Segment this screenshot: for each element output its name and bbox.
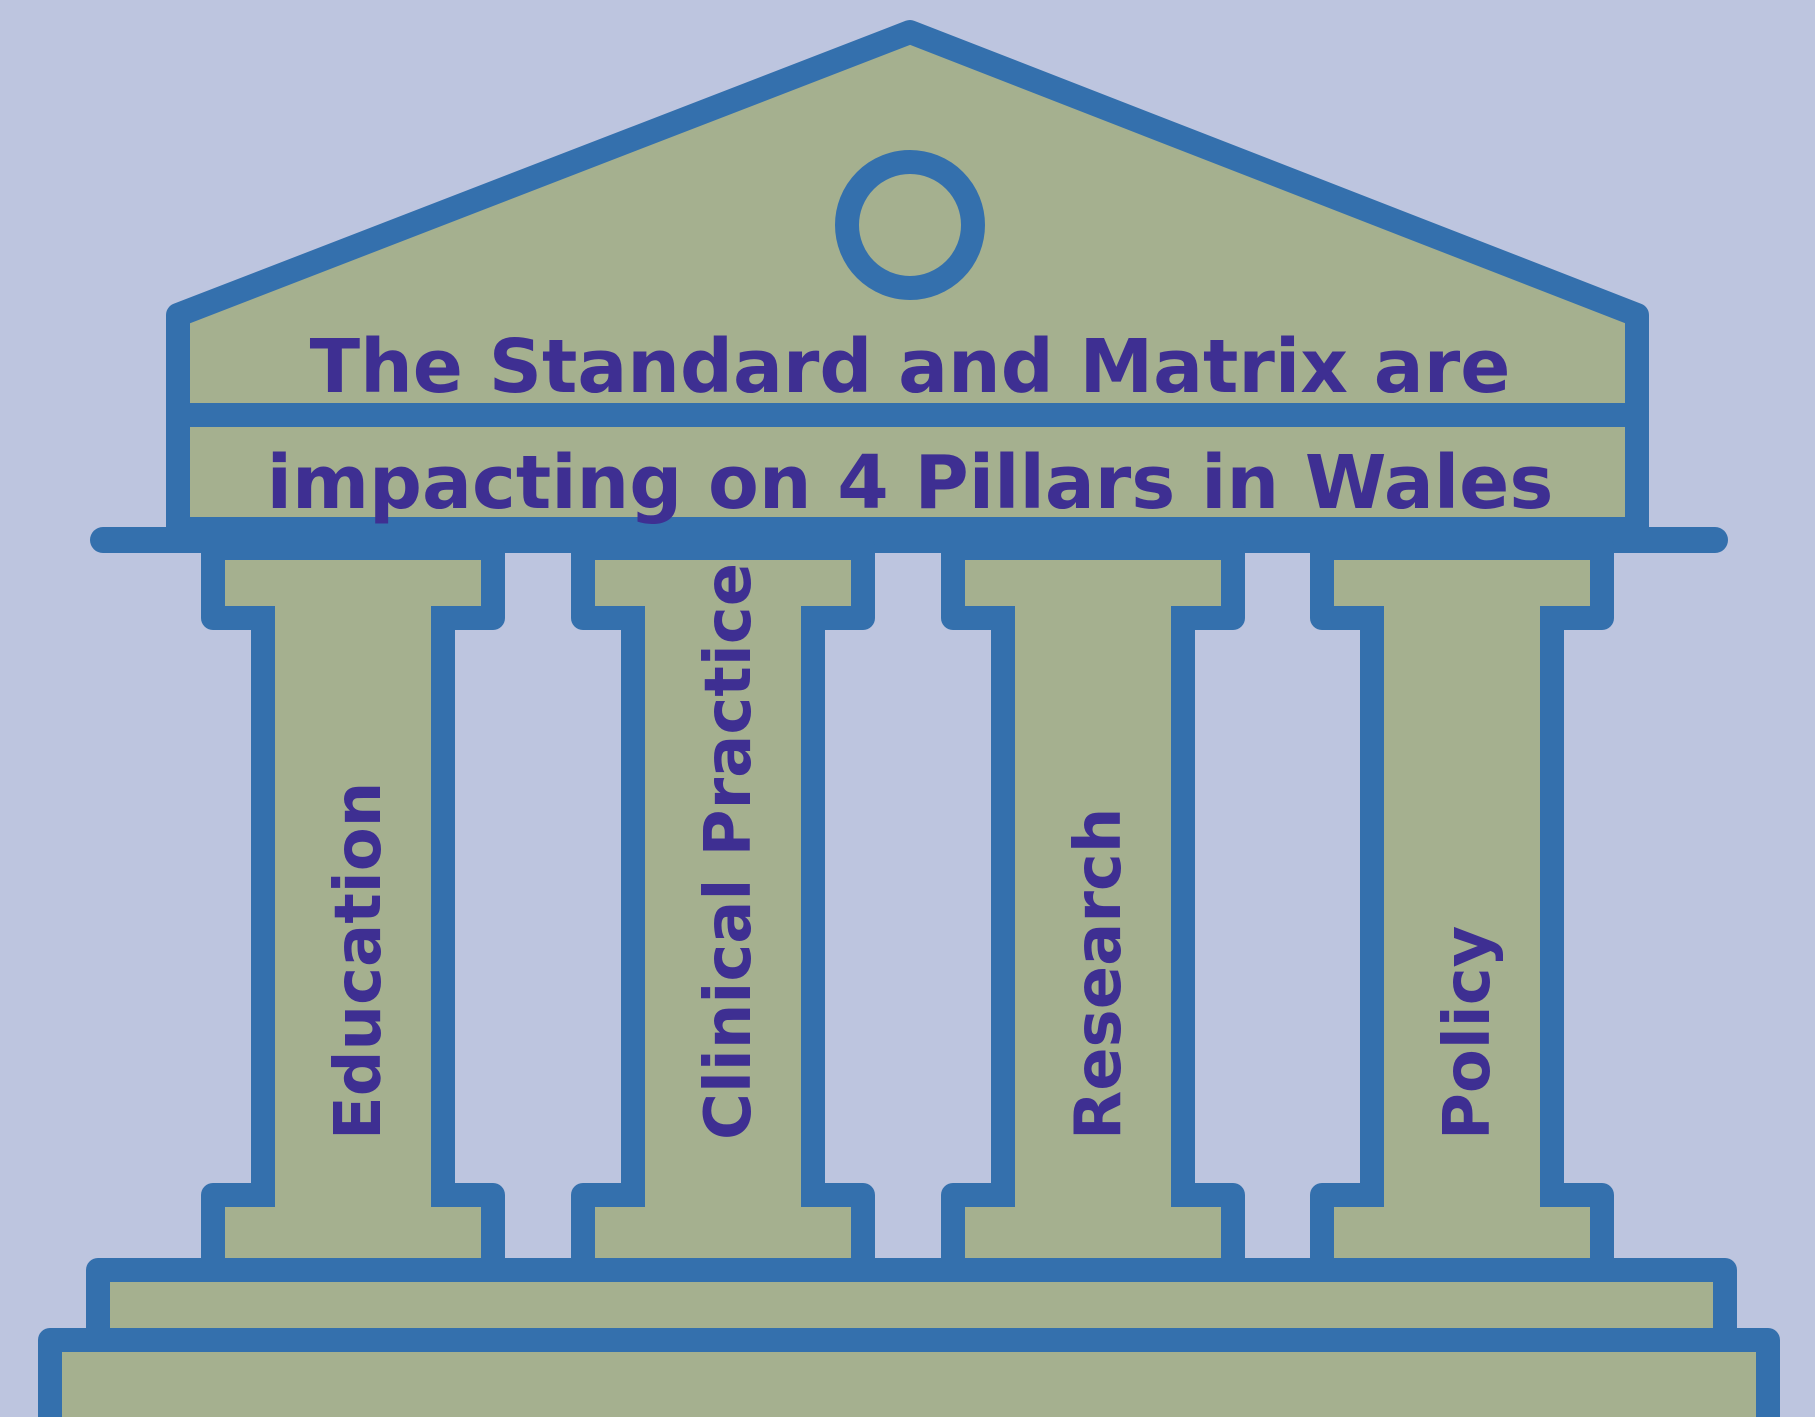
pillar-seam-cover [275, 1181, 431, 1209]
pillar-seam-cover [645, 604, 801, 632]
pillar-seam-cover [1015, 1181, 1171, 1209]
pillar: Research [941, 536, 1245, 1282]
pillar: Policy [1310, 536, 1614, 1282]
roof-emblem-circle-icon [835, 150, 985, 300]
pillar-seam-cover [1384, 1181, 1540, 1209]
pillar: Clinical Practice [571, 536, 875, 1282]
pillar: Education [201, 536, 505, 1282]
title-line-2: impacting on 4 Pillars in Wales [267, 440, 1554, 526]
lower-step [38, 1328, 1780, 1417]
pillar-seam-cover [275, 604, 431, 632]
pillar-seam-cover [1015, 604, 1171, 632]
pillar-label: Policy [1431, 926, 1505, 1140]
title-line-1: The Standard and Matrix are [310, 324, 1511, 410]
pillar-label: Research [1062, 808, 1136, 1140]
pillar-label: Education [322, 782, 396, 1140]
pillars-group: Education Clinical Practice Research Policy [201, 536, 1614, 1282]
pillar-label: Clinical Practice [692, 563, 766, 1140]
pillar-seam-cover [645, 1181, 801, 1209]
pillar-seam-cover [1384, 604, 1540, 632]
pillar-shaft [991, 606, 1195, 1207]
